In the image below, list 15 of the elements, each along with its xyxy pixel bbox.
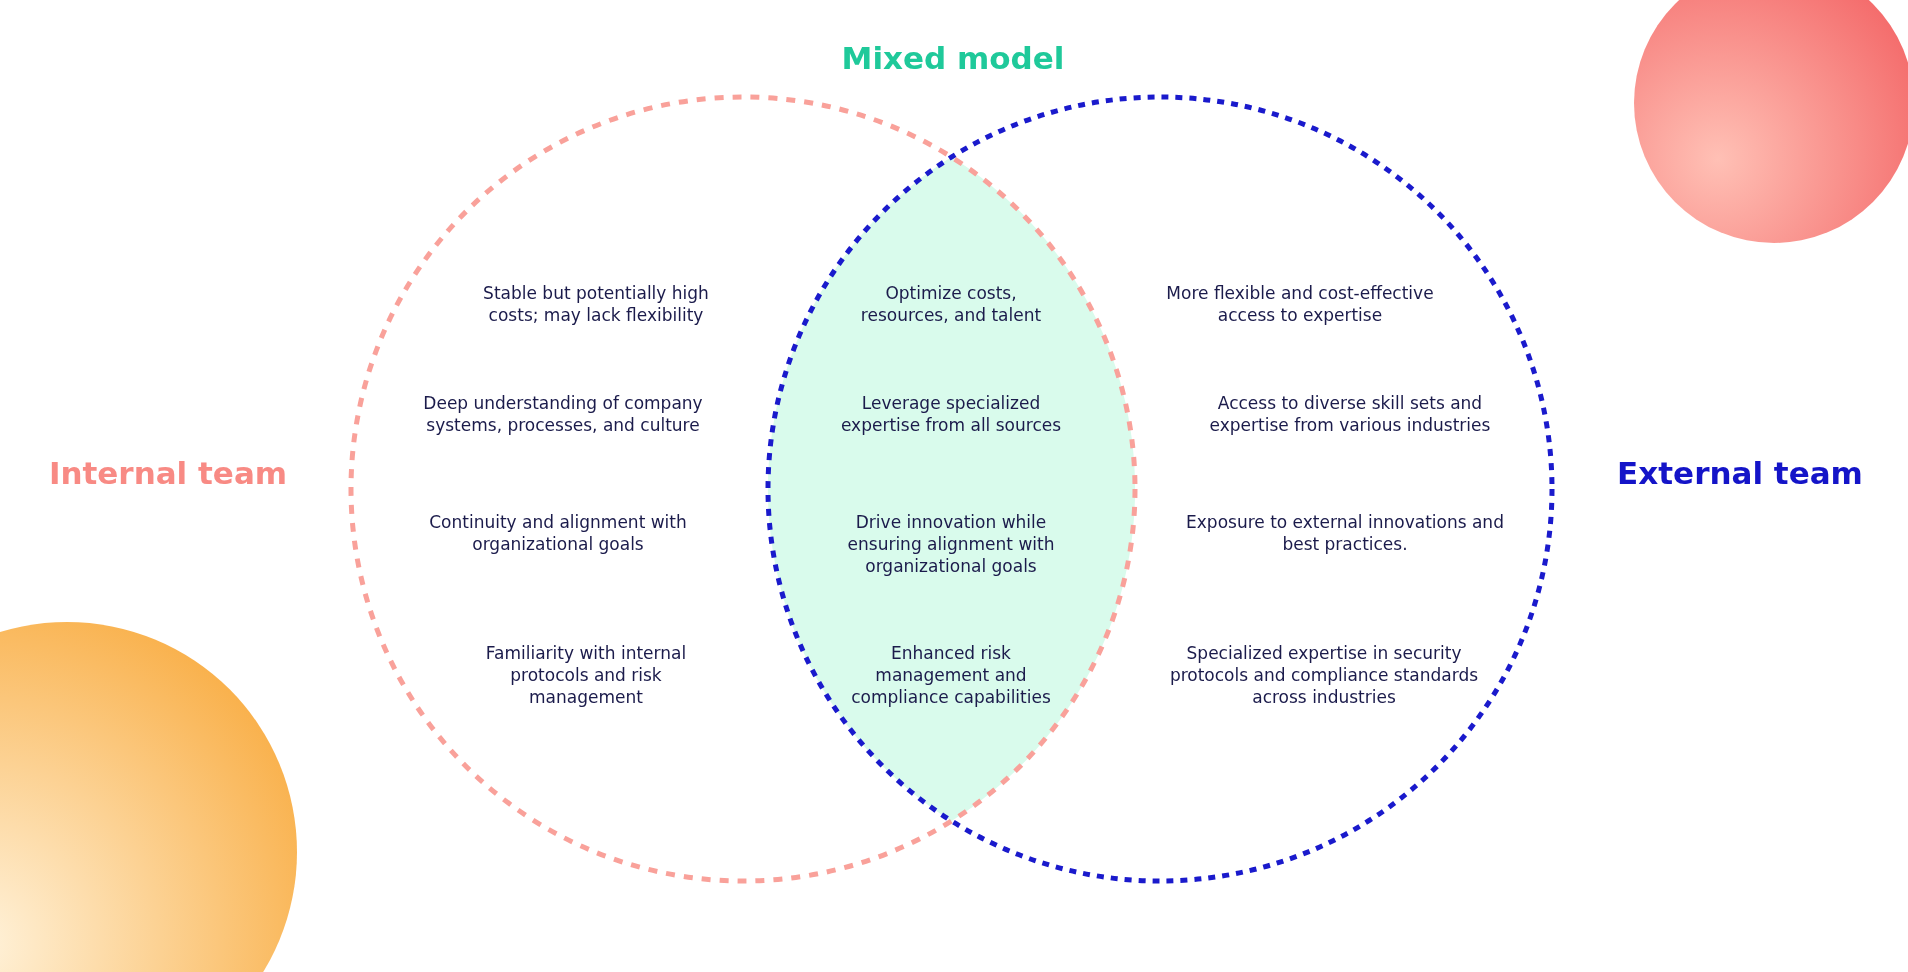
set-title: Internal team xyxy=(48,454,288,492)
benefit-text: Enhanced risk management and compliance capabilities xyxy=(850,642,1052,708)
benefit-text: Continuity and alignment with organizational goals xyxy=(428,511,688,555)
set-title: External team xyxy=(1617,454,1863,492)
benefit-text: Deep understanding of company systems, processes, and culture xyxy=(422,392,704,436)
benefit-text: Optimize costs, resources, and talent xyxy=(859,282,1043,326)
set-title: Mixed model xyxy=(841,39,1065,77)
benefit-text: Drive innovation while ensuring alignment with organizational goals xyxy=(846,511,1056,577)
benefit-text: Familiarity with internal protocols and risk management xyxy=(484,642,688,708)
benefit-text: Leverage specialized expertise from all sources xyxy=(839,392,1063,436)
benefit-text: Specialized expertise in security protocols and compliance standards across industries xyxy=(1169,642,1479,708)
benefit-text: Stable but potentially high costs; may lack flexibility xyxy=(482,282,710,326)
benefit-text: Access to diverse skill sets and expertise from various industries xyxy=(1208,392,1492,436)
benefit-text: More flexible and cost-effective access to expertise xyxy=(1165,282,1435,326)
benefit-text: Exposure to external innovations and best practices. xyxy=(1185,511,1505,555)
